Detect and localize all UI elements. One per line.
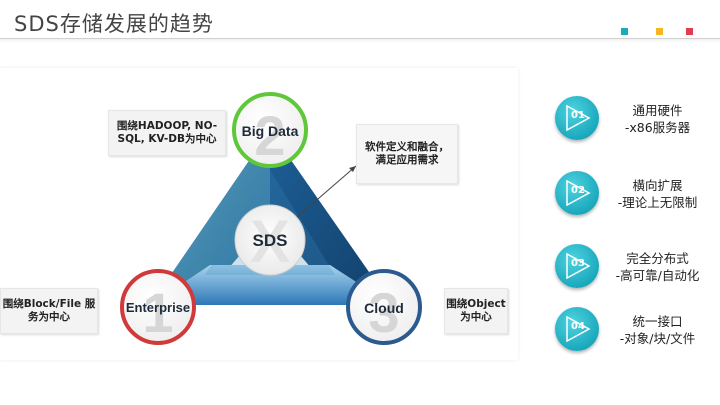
center-arrow-head [349,166,356,172]
accent-dot-yellow [656,28,663,35]
enterprise-number: 1 [142,281,173,344]
feature-item-4: 04 统一接口 -对象/块/文件 [555,307,715,353]
feature-number: 01 [571,110,585,121]
feature-subtitle: -x86服务器 [624,120,691,135]
center-arrow [295,165,357,219]
feature-number: 04 [571,321,585,332]
note-enterprise-line2: 务为中心 [28,311,70,323]
sds-center-circle [234,204,306,276]
slide-title: SDS存储发展的趋势 [14,12,214,36]
note-sds-line2: 满足应用需求 [375,154,439,166]
feature-badge-2: 02 [555,171,599,215]
sds-center-label: SDS [253,231,288,250]
accent-dot-teal [621,28,628,35]
feature-number: 03 [571,258,585,269]
feature-badge-4: 04 [555,307,599,351]
feature-item-3: 03 完全分布式 -高可靠/自动化 [555,244,715,290]
note-cloud: 围绕Object 为中心 [444,288,508,334]
cloud-number: 3 [368,281,399,344]
feature-badge-1: 01 [555,96,599,140]
note-cloud-line2: 为中心 [460,311,492,323]
cloud-label: Cloud [364,300,404,316]
feature-badge-3: 03 [555,244,599,288]
note-bigdata-line1: 围绕HADOOP, NO- [116,120,218,132]
title-divider [0,38,720,39]
note-bigdata-line2: SQL, KV-DB为中心 [117,133,217,145]
note-sds-line1: 软件定义和融合， [365,141,449,153]
feature-subtitle: -对象/块/文件 [619,331,696,346]
enterprise-node-ring [120,269,196,345]
feature-title: 完全分布式 [626,251,689,266]
feature-title: 统一接口 [632,314,683,329]
feature-subtitle: -高可靠/自动化 [615,268,700,283]
feature-title: 横向扩展 [632,178,683,193]
feature-item-2: 02 横向扩展 -理论上无限制 [555,171,715,217]
note-cloud-line1: 围绕Object [446,298,506,310]
note-bigdata: 围绕HADOOP, NO- SQL, KV-DB为中心 [108,110,226,156]
play-triangle-icon [566,179,591,207]
bigdata-label: Big Data [242,123,299,139]
note-sds: 软件定义和融合， 满足应用需求 [356,124,458,184]
feature-title: 通用硬件 [632,103,683,118]
feature-number: 02 [571,185,585,196]
triangle-left-face [150,130,270,305]
play-triangle-icon [566,104,591,132]
enterprise-label: Enterprise [126,300,190,315]
feature-item-1: 01 通用硬件 -x86服务器 [555,96,715,142]
triangle-right-face [270,130,392,305]
triangle-bottom-face [150,265,392,305]
note-enterprise: 围绕Block/File 服 务为中心 [0,288,98,334]
play-triangle-icon [566,252,591,280]
accent-dot-red [686,28,693,35]
cloud-node-ring [346,269,422,345]
title-shadow [0,39,720,43]
play-triangle-icon [566,315,591,343]
feature-subtitle: -理论上无限制 [617,195,698,210]
bigdata-number: 2 [254,104,285,167]
note-enterprise-line1: 围绕Block/File 服 [2,298,96,310]
bigdata-node-ring [232,92,308,168]
sds-center-watermark: X [250,208,290,275]
